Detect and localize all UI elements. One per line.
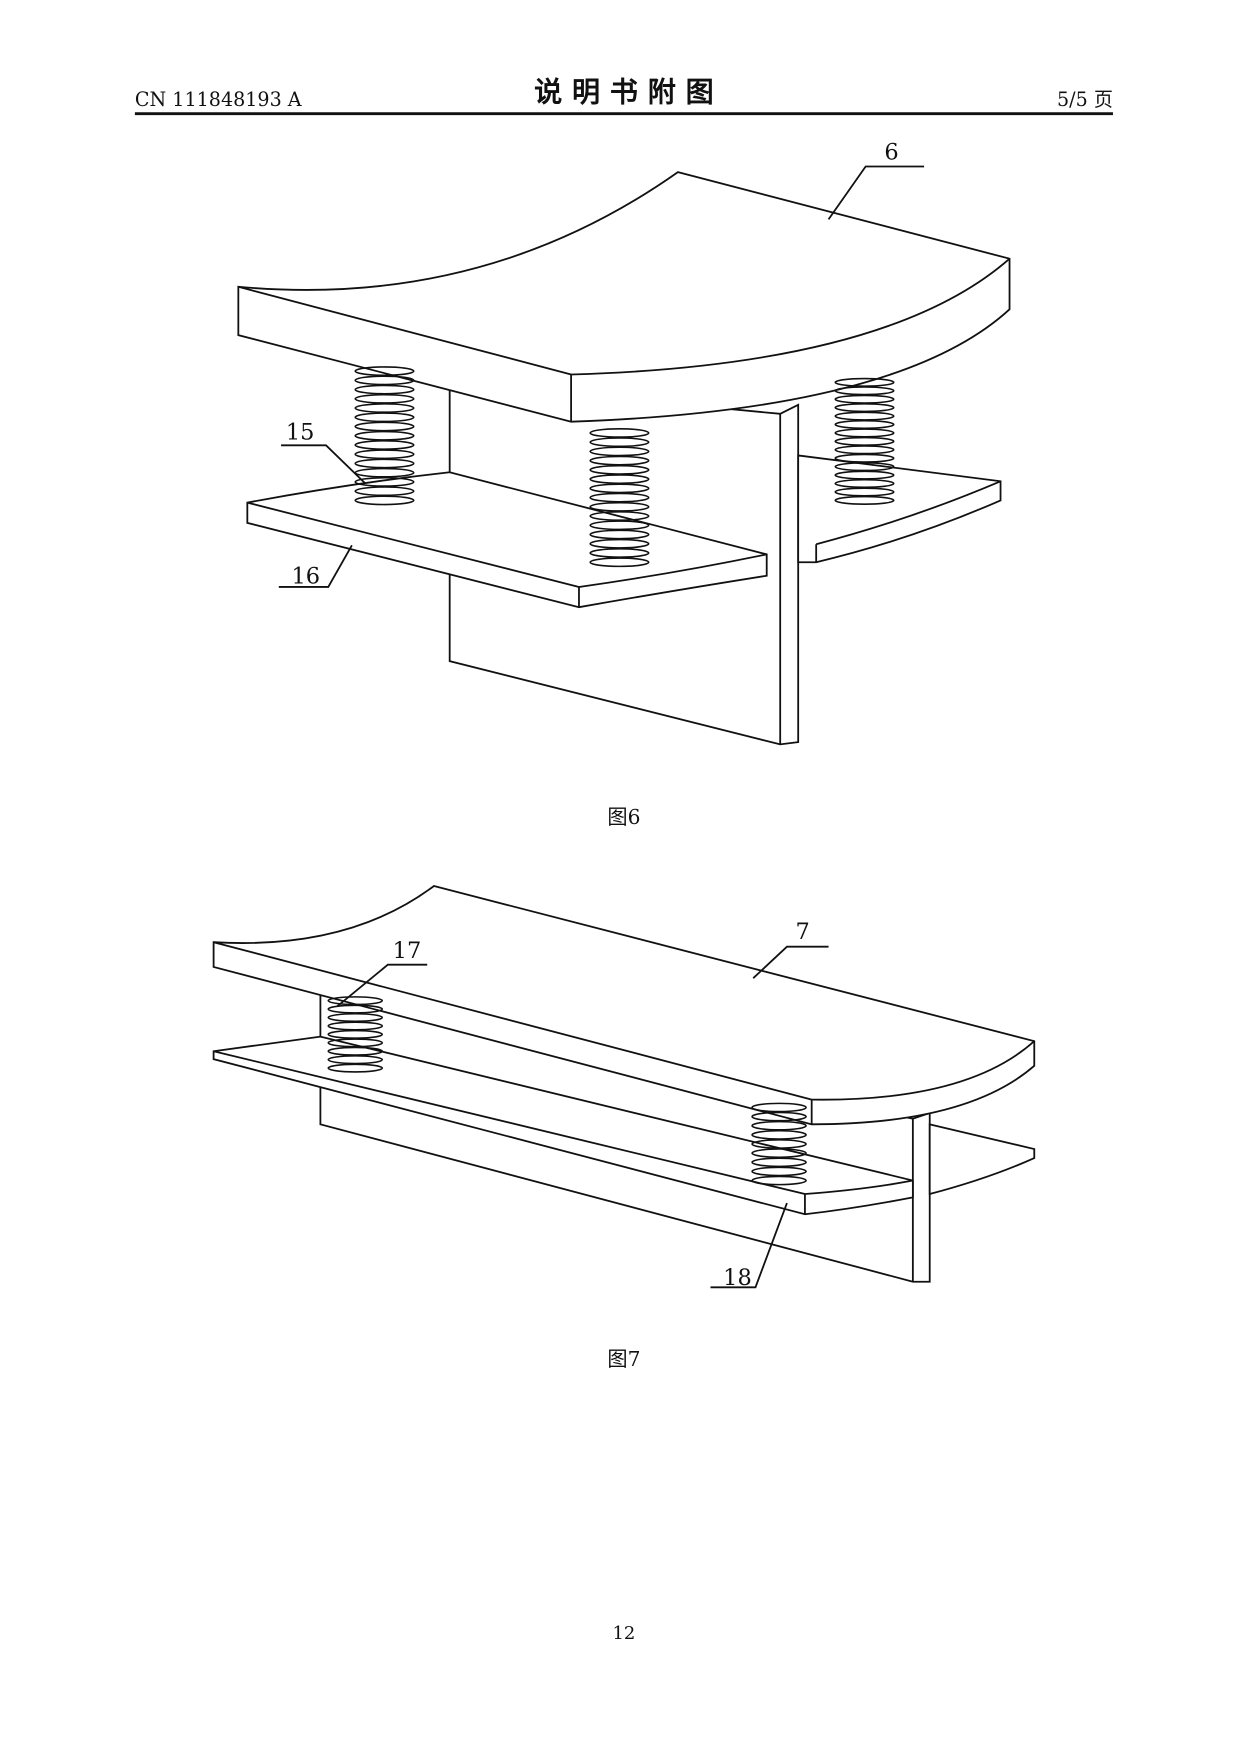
spring-turn: [751, 1175, 807, 1186]
spring-turn: [354, 495, 415, 506]
spring-turn: [589, 538, 650, 549]
spring-turn: [354, 403, 415, 413]
spring-turn: [751, 1120, 807, 1131]
spring-turn: [354, 412, 415, 423]
spring-turn: [327, 1055, 384, 1065]
figure-6-drawing: [237, 171, 1011, 746]
spring-coil: [834, 377, 895, 505]
figure-7-drawing: [212, 885, 1036, 1283]
spring-turn: [751, 1129, 807, 1140]
spring-turn: [327, 1021, 384, 1031]
spring-turn: [354, 486, 415, 497]
spring-turn: [834, 377, 895, 387]
page-of: 5/5 页: [1057, 88, 1113, 111]
spring-turn: [354, 384, 415, 395]
page-title: 说 明 书 附 图: [534, 75, 714, 108]
spring-coil: [751, 1102, 807, 1186]
base-plate-16: [246, 471, 768, 609]
figure-7-caption: 图7: [607, 1347, 640, 1371]
spring-turn: [589, 483, 650, 494]
spring-turn: [834, 403, 895, 413]
spring-turn: [327, 1063, 384, 1073]
spring-turn: [834, 462, 895, 472]
base-plate-18: [212, 1035, 914, 1216]
leader-lines: [278, 165, 925, 1289]
spring-turn: [354, 366, 415, 377]
figure-6-caption: 图6: [607, 805, 640, 829]
spring-turn: [589, 557, 650, 568]
label-16: 16: [291, 564, 320, 590]
spring-turn: [589, 437, 650, 448]
spring-turn: [327, 1004, 384, 1014]
label-7: 7: [796, 919, 810, 945]
spring-turn: [834, 453, 895, 463]
spring-turn: [834, 428, 895, 438]
spring-turn: [327, 1029, 384, 1039]
top-plate-6: [237, 171, 1011, 423]
spring-turn: [751, 1148, 807, 1159]
spring-turn: [354, 421, 415, 432]
spring-turn: [834, 487, 895, 497]
spring-turn: [834, 386, 895, 396]
label-17: 17: [393, 938, 422, 964]
spring-turn: [751, 1157, 807, 1168]
spring-turn: [354, 440, 415, 450]
spring-turn: [834, 436, 895, 446]
spring-turn: [354, 458, 415, 469]
label-18: 18: [723, 1265, 752, 1291]
label-6: 6: [884, 140, 898, 166]
spring-turn: [834, 445, 895, 455]
page-number: 12: [612, 1623, 635, 1644]
spring-turn: [589, 427, 650, 438]
spring-turn: [589, 501, 650, 512]
spring-turn: [327, 1012, 384, 1023]
spring-turn: [834, 478, 895, 489]
spring-turn: [751, 1166, 807, 1177]
spring-turn: [354, 430, 415, 441]
spring-turn: [354, 476, 415, 487]
spring-turn: [589, 455, 650, 466]
spring-turn: [834, 419, 895, 430]
spring-turn: [589, 492, 650, 503]
spring-turn: [327, 996, 384, 1006]
spring-turn: [354, 449, 415, 460]
publication-number: CN 111848193 A: [135, 88, 302, 111]
spring-turn: [751, 1102, 807, 1113]
spring-turn: [751, 1139, 807, 1149]
spring-turn: [589, 548, 650, 558]
spring-turn: [589, 446, 650, 457]
label-15: 15: [286, 420, 315, 446]
right-base-plate: [797, 454, 1002, 564]
right-base-plate: [928, 1123, 1036, 1196]
top-plate-7: [212, 885, 1036, 1126]
spring-coil: [589, 427, 650, 568]
spring-turn: [327, 1046, 384, 1056]
spring-turn: [589, 474, 650, 485]
spring-turn: [327, 1038, 384, 1048]
spring-turn: [589, 520, 650, 531]
spring-turn: [834, 470, 895, 480]
spring-turn: [354, 467, 415, 478]
spring-coil: [354, 366, 415, 506]
spring-turn: [589, 511, 650, 521]
spring-coil: [327, 996, 384, 1073]
spring-turn: [354, 375, 415, 386]
spring-turn: [834, 495, 895, 505]
spring-turn: [751, 1111, 807, 1122]
springs: [327, 366, 895, 1186]
spring-turn: [834, 411, 895, 421]
spring-turn: [589, 464, 650, 475]
spring-turn: [589, 529, 650, 540]
spring-turn: [354, 393, 415, 404]
spring-turn: [834, 394, 895, 404]
